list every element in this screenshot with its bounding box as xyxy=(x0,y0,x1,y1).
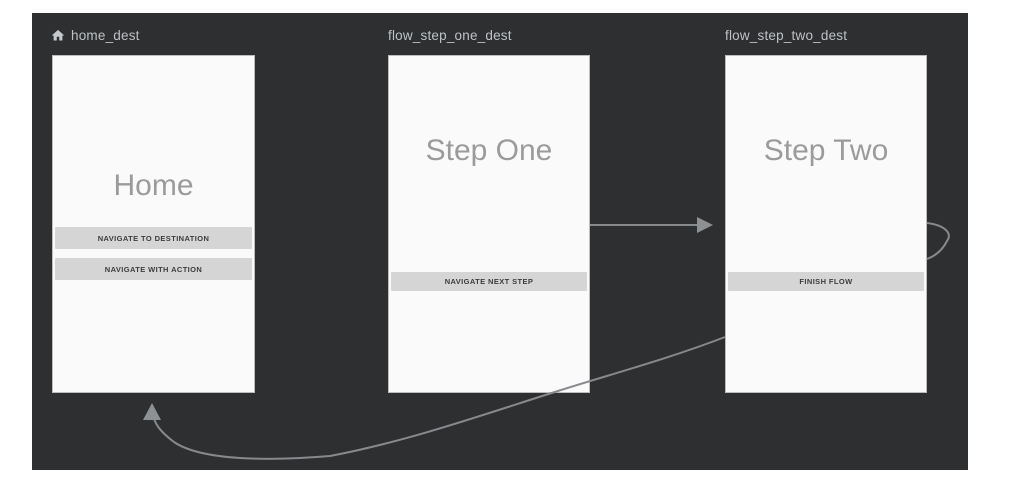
start-destination-home-icon xyxy=(51,29,65,40)
preview-button-finish-flow: FINISH FLOW xyxy=(728,272,924,291)
destination-label: flow_step_two_dest xyxy=(725,27,848,43)
arrowhead-right-icon xyxy=(697,217,713,233)
destination-header-flow-step-two[interactable]: flow_step_two_dest xyxy=(725,26,847,44)
preview-button-navigate-with-action: NAVIGATE WITH ACTION xyxy=(55,258,252,280)
destination-header-home[interactable]: home_dest xyxy=(50,26,140,44)
preview-title: Step Two xyxy=(763,134,889,167)
action-arrow-step-one-to-step-two[interactable] xyxy=(590,217,713,233)
preview-button-navigate-next-step: NAVIGATE NEXT STEP xyxy=(391,272,587,291)
preview-title: Step One xyxy=(425,134,553,167)
preview-title: Home xyxy=(113,169,194,202)
destination-card-home[interactable]: Home NAVIGATE TO DESTINATION NAVIGATE WI… xyxy=(52,55,255,393)
destination-card-flow-step-one[interactable]: Step One NAVIGATE NEXT STEP xyxy=(388,55,590,393)
destination-label: home_dest xyxy=(71,27,140,43)
preview-button-navigate-to-destination: NAVIGATE TO DESTINATION xyxy=(55,227,252,249)
destination-label: flow_step_one_dest xyxy=(388,27,512,43)
destination-header-flow-step-one[interactable]: flow_step_one_dest xyxy=(388,26,512,44)
destination-card-flow-step-two[interactable]: Step Two FINISH FLOW xyxy=(725,55,927,393)
nav-graph-canvas[interactable]: home_dest flow_step_one_dest flow_step_t… xyxy=(32,13,968,470)
